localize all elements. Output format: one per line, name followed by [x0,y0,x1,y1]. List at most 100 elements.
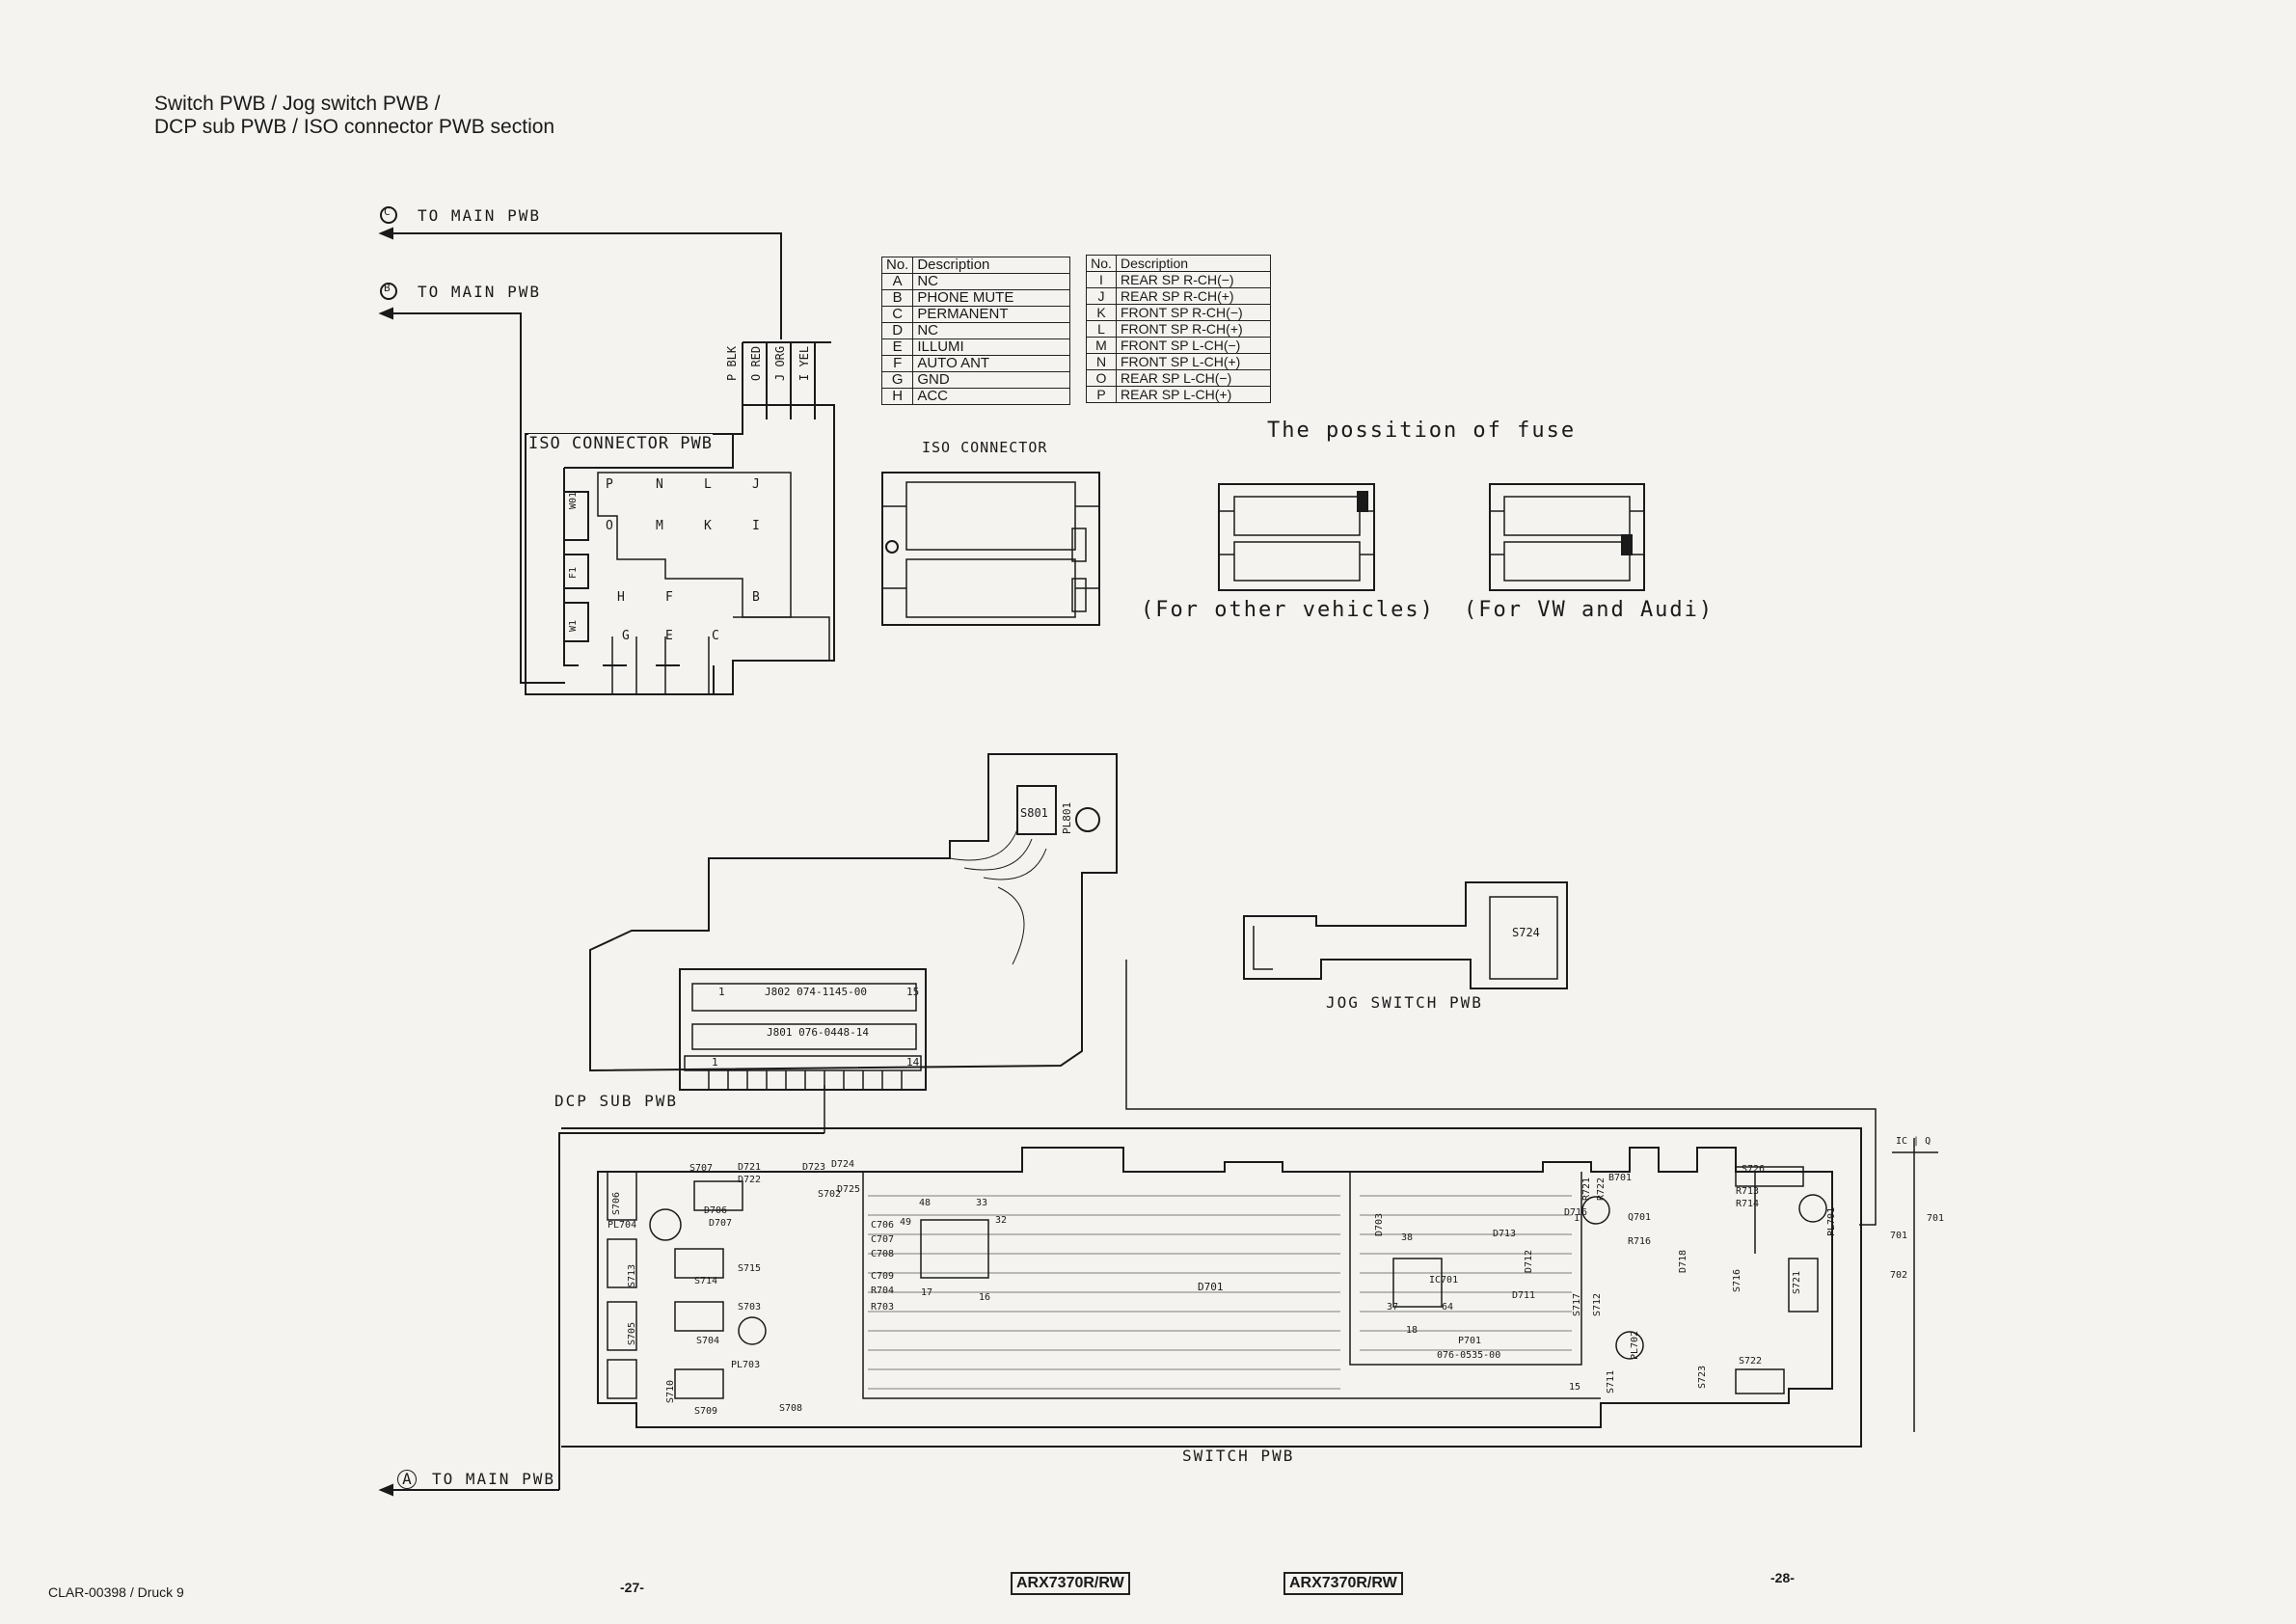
part-s711: S711 [1606,1369,1616,1394]
lead-c-wire [381,232,782,339]
iso-pin-k: K [704,519,712,533]
lead-c-label: TO MAIN PWB [418,206,541,225]
table-cell-desc: ACC [912,388,1070,405]
part-s715: S715 [738,1263,762,1274]
iso-pin-e: E [665,629,673,643]
j802-connector [679,968,927,1091]
part-s706: S706 [611,1191,622,1215]
table-cell-desc: FRONT SP R-CH(−) [1116,304,1271,321]
title-line-1: Switch PWB / Jog switch PWB / [154,93,441,115]
title-line-2: DCP sub PWB / ISO connector PWB section [154,116,555,138]
part-s709: S709 [694,1406,718,1417]
page-number-left: -27- [620,1580,644,1595]
table-cell-no: G [880,371,914,389]
iso-fuse-f1: F1 [568,566,579,579]
iso-pin-j: J [752,477,760,492]
part-pl704: PL704 [608,1220,637,1231]
q-value-702: 702 [1890,1270,1908,1281]
pin-37: 37 [1387,1302,1399,1313]
switch-pwb-outer [561,1127,1862,1448]
iso-pin-h: H [617,590,625,605]
iso-pin-g: G [622,629,630,643]
part-s710: S710 [665,1379,676,1403]
part-d721: D721 [738,1162,762,1173]
part-s713: S713 [627,1263,637,1287]
j802-pin-1: 1 [718,986,725,998]
pin-38: 38 [1401,1232,1414,1243]
pin-48: 48 [919,1198,932,1208]
page-title: Switch PWB / Jog switch PWB / DCP sub PW… [154,93,554,139]
table-cell-desc: REAR SP R-CH(+) [1116,287,1271,305]
iso-pin-b: B [752,590,760,605]
jog-switch-pwb-label: JOG SWITCH PWB [1326,993,1483,1012]
table-cell-desc: GND [912,371,1070,389]
jog-switch-pwb-outline [1243,881,1568,989]
switch-footprints [607,1166,1827,1399]
switch-pwb-inner [597,1147,1833,1428]
lead-b-mark: B [384,282,391,294]
table-cell-desc: FRONT SP L-CH(−) [1116,337,1271,354]
iso-pin-i: I [752,519,760,533]
j802-label: J802 074-1145-00 [765,986,867,998]
table-cell-desc: REAR SP R-CH(−) [1116,271,1271,288]
iso-pwb-label: ISO CONNECTOR PWB [528,434,713,453]
part-c709: C709 [871,1271,895,1282]
part-r703: R703 [871,1302,895,1313]
wire-bundle [742,341,831,420]
table-header-no: No. [1086,255,1117,272]
part-d701: D701 [1198,1281,1224,1293]
document-code: CLAR-00398 / Druck 9 [48,1584,184,1600]
iso-fuse-w1: W1 [568,619,579,632]
table-cell-no: M [1086,337,1117,354]
table-cell-no: A [880,273,914,290]
lead-b-circle [380,283,397,300]
pin-15: 15 [1569,1382,1581,1393]
lead-c-mark: C [384,205,391,218]
part-s723: S723 [1697,1365,1708,1389]
table-cell-no: L [1086,320,1117,338]
table-cell-no: D [880,322,914,339]
switch-pwb-label: SWITCH PWB [1182,1447,1295,1465]
part-d725: D725 [837,1184,861,1195]
pl801-label: PL801 [1061,801,1073,834]
part-s703: S703 [738,1302,762,1313]
ic-q-header: IC | Q [1896,1136,1931,1147]
part-s722: S722 [1739,1356,1763,1367]
part-d722: D722 [738,1175,762,1185]
part-s726: S726 [1742,1164,1766,1175]
pin-49: 49 [900,1217,912,1228]
j801-label: J801 076-0448-14 [767,1026,869,1039]
part-c706: C706 [871,1220,895,1231]
pin-16: 16 [979,1292,991,1303]
dcp-sub-pwb-outline [589,753,1118,1072]
q-value-701: 701 [1890,1231,1908,1241]
part-b701: B701 [1608,1173,1633,1183]
iso-pin-o: O [606,519,613,533]
table-cell-desc: NC [912,273,1070,290]
part-d707: D707 [709,1218,733,1229]
table-cell-no: E [880,338,914,356]
part-s702: S702 [818,1189,842,1200]
pin-1: 1 [1574,1213,1580,1224]
part-d711: D711 [1512,1290,1536,1301]
table-header-row: No. Description [1086,255,1271,272]
s801-switch [1016,785,1057,835]
model-number-right: ARX7370R/RW [1283,1572,1403,1595]
fuse-other-vehicles-caption: (For other vehicles) [1141,598,1435,622]
part-d718: D718 [1678,1249,1688,1273]
part-d703: D703 [1374,1212,1385,1236]
part-s704: S704 [696,1336,720,1346]
